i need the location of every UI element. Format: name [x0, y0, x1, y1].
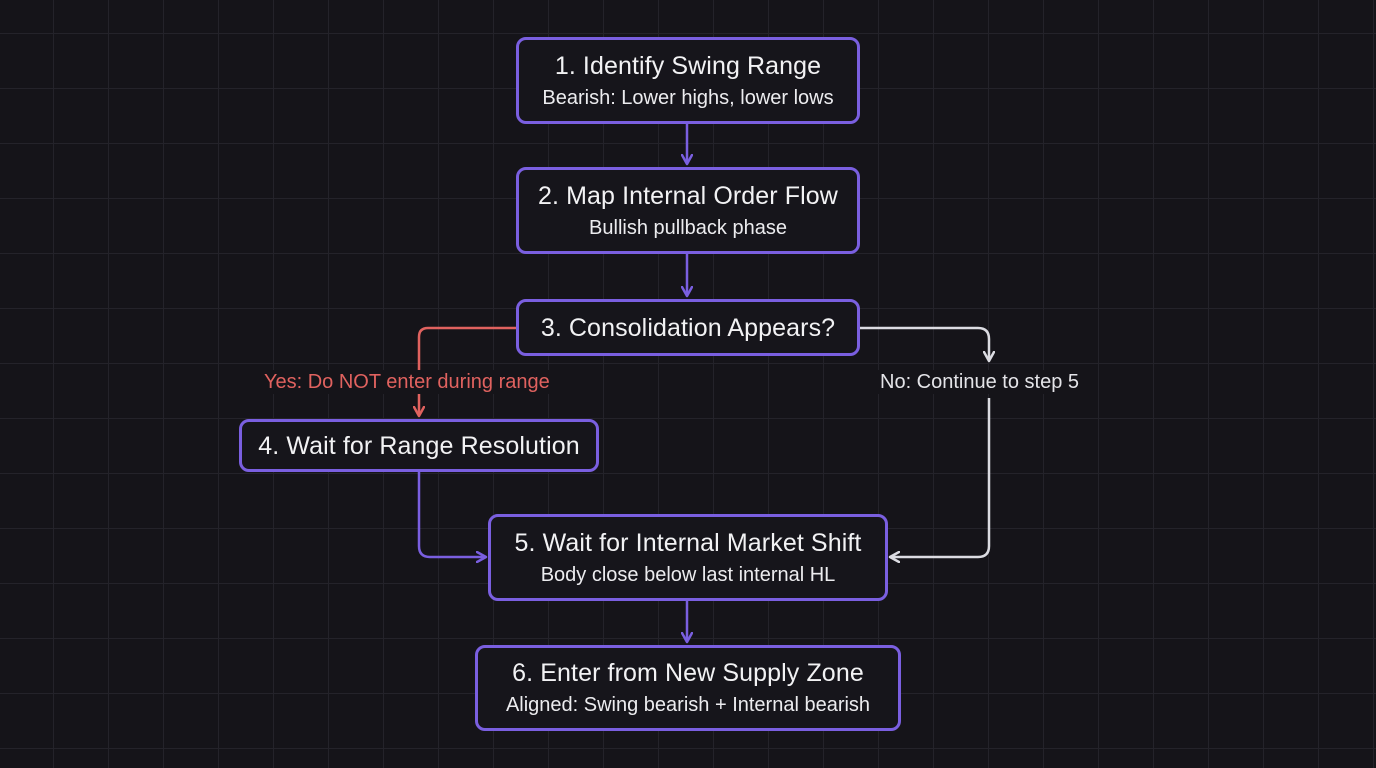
edge-label-yes: Yes: Do NOT enter during range: [260, 370, 554, 394]
node-subtitle: Aligned: Swing bearish + Internal bearis…: [505, 694, 871, 716]
node-identify-swing-range[interactable]: 1. Identify Swing Range Bearish: Lower h…: [516, 37, 860, 124]
node-consolidation-appears[interactable]: 3. Consolidation Appears?: [516, 299, 860, 356]
node-title: 5. Wait for Internal Market Shift: [514, 528, 862, 557]
node-enter-new-supply-zone[interactable]: 6. Enter from New Supply Zone Aligned: S…: [475, 645, 901, 731]
node-title: 4. Wait for Range Resolution: [258, 431, 580, 460]
edge-n4-n5: [417, 472, 486, 557]
node-subtitle: Bearish: Lower highs, lower lows: [542, 86, 834, 109]
node-wait-range-resolution[interactable]: 4. Wait for Range Resolution: [239, 419, 599, 472]
node-title: 1. Identify Swing Range: [554, 51, 822, 80]
node-title: 2. Map Internal Order Flow: [538, 181, 838, 210]
node-title: 6. Enter from New Supply Zone: [512, 659, 864, 687]
node-subtitle: Body close below last internal HL: [540, 563, 836, 586]
edge-n3-n4-yes: [419, 326, 516, 416]
edge-label-no: No: Continue to step 5: [876, 370, 1084, 394]
node-map-internal-order-flow[interactable]: 2. Map Internal Order Flow Bullish pullb…: [516, 167, 860, 254]
node-title: 3. Consolidation Appears?: [540, 313, 836, 342]
node-wait-internal-market-shift[interactable]: 5. Wait for Internal Market Shift Body c…: [488, 514, 888, 601]
edge-n3-n5-no: [860, 326, 989, 361]
node-subtitle: Bullish pullback phase: [589, 216, 787, 239]
edge-no-continue: [890, 398, 991, 557]
